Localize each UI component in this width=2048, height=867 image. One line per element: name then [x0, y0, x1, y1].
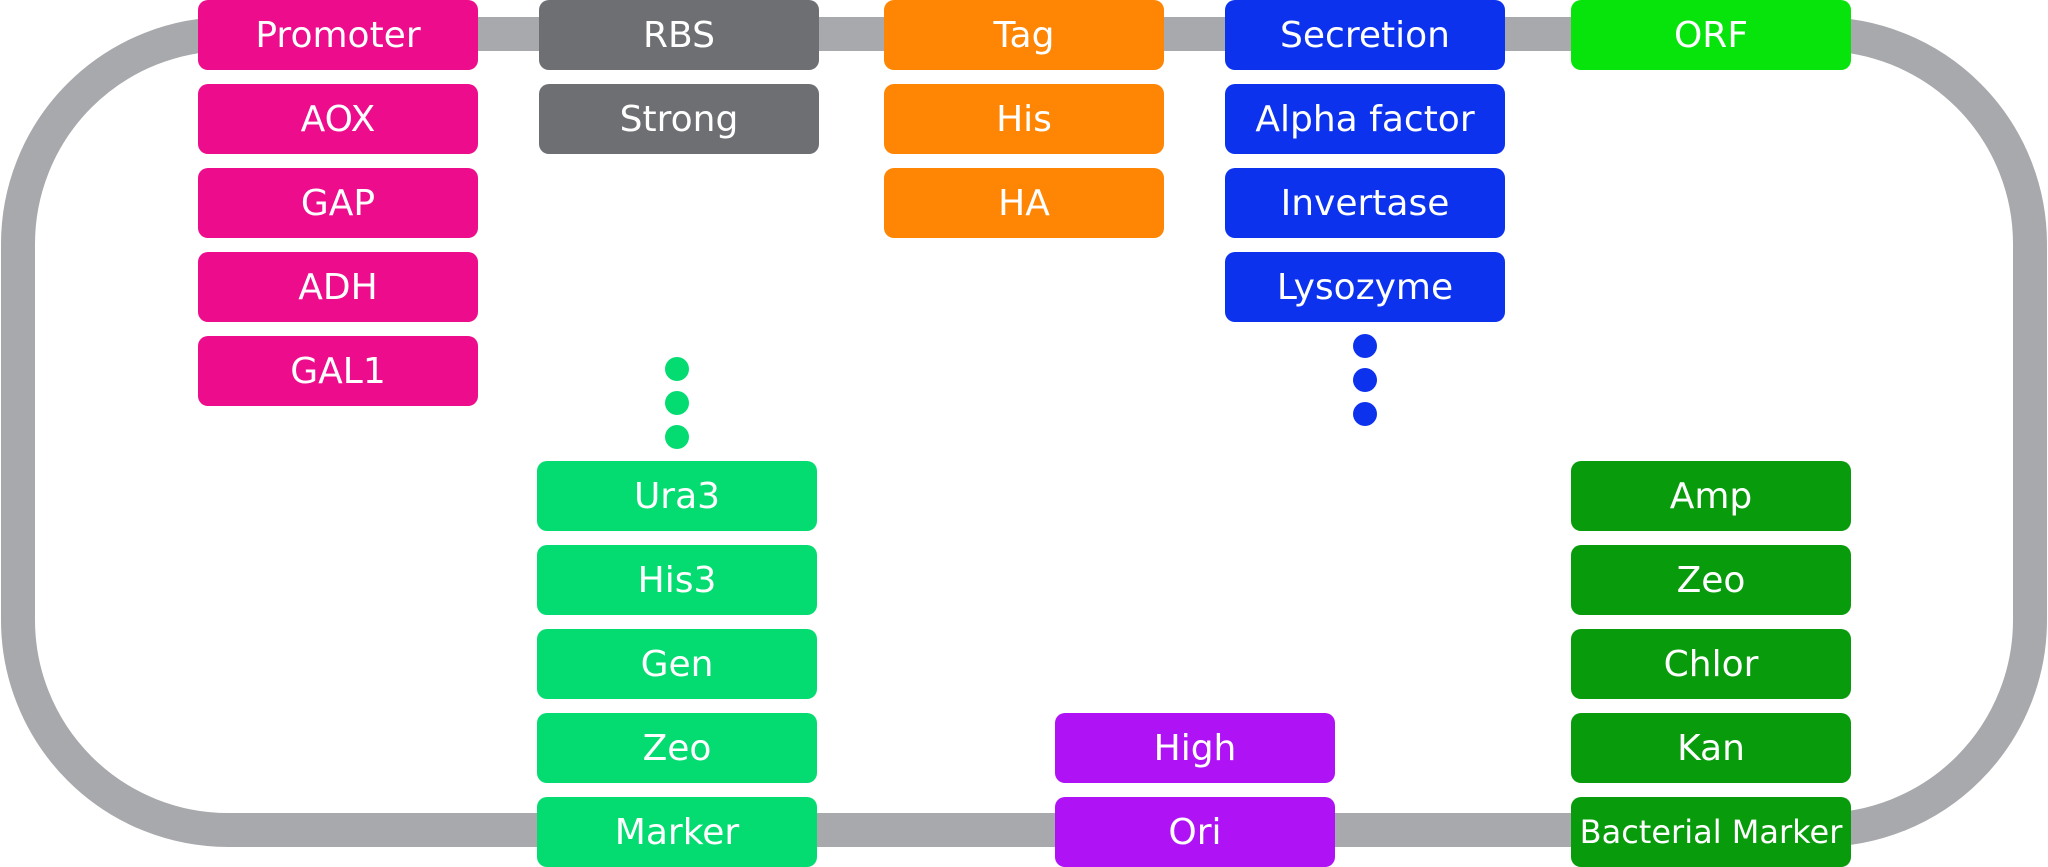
- marker-option-ura3: Ura3: [537, 461, 817, 531]
- orf-header: ORF: [1571, 0, 1851, 70]
- promoter-option-adh: ADH: [198, 252, 478, 322]
- marker-option-gen: Gen: [537, 629, 817, 699]
- promoter-option-gap: GAP: [198, 168, 478, 238]
- bacterial-marker-option-amp: Amp: [1571, 461, 1851, 531]
- marker-option-zeo: Zeo: [537, 713, 817, 783]
- bacterial-marker-header: Bacterial Marker: [1571, 797, 1851, 867]
- tag-header: Tag: [884, 0, 1164, 70]
- ori-option-high: High: [1055, 713, 1335, 783]
- marker-header: Marker: [537, 797, 817, 867]
- marker-more-dot: [665, 425, 689, 449]
- marker-option-his3: His3: [537, 545, 817, 615]
- bacterial-marker-option-kan: Kan: [1571, 713, 1851, 783]
- tag-option-his: His: [884, 84, 1164, 154]
- secretion-more-dot: [1353, 402, 1377, 426]
- secretion-more-dot: [1353, 368, 1377, 392]
- promoter-option-gal1: GAL1: [198, 336, 478, 406]
- rbs-option-strong: Strong: [539, 84, 819, 154]
- secretion-option-invertase: Invertase: [1225, 168, 1505, 238]
- marker-more-dot: [665, 357, 689, 381]
- bacterial-marker-option-zeo: Zeo: [1571, 545, 1851, 615]
- secretion-option-lysozyme: Lysozyme: [1225, 252, 1505, 322]
- rbs-header: RBS: [539, 0, 819, 70]
- secretion-header: Secretion: [1225, 0, 1505, 70]
- marker-more-dot: [665, 391, 689, 415]
- promoter-header: Promoter: [198, 0, 478, 70]
- promoter-option-aox: AOX: [198, 84, 478, 154]
- bacterial-marker-option-chlor: Chlor: [1571, 629, 1851, 699]
- secretion-more-dot: [1353, 334, 1377, 358]
- tag-option-ha: HA: [884, 168, 1164, 238]
- secretion-option-alpha-factor: Alpha factor: [1225, 84, 1505, 154]
- ori-header: Ori: [1055, 797, 1335, 867]
